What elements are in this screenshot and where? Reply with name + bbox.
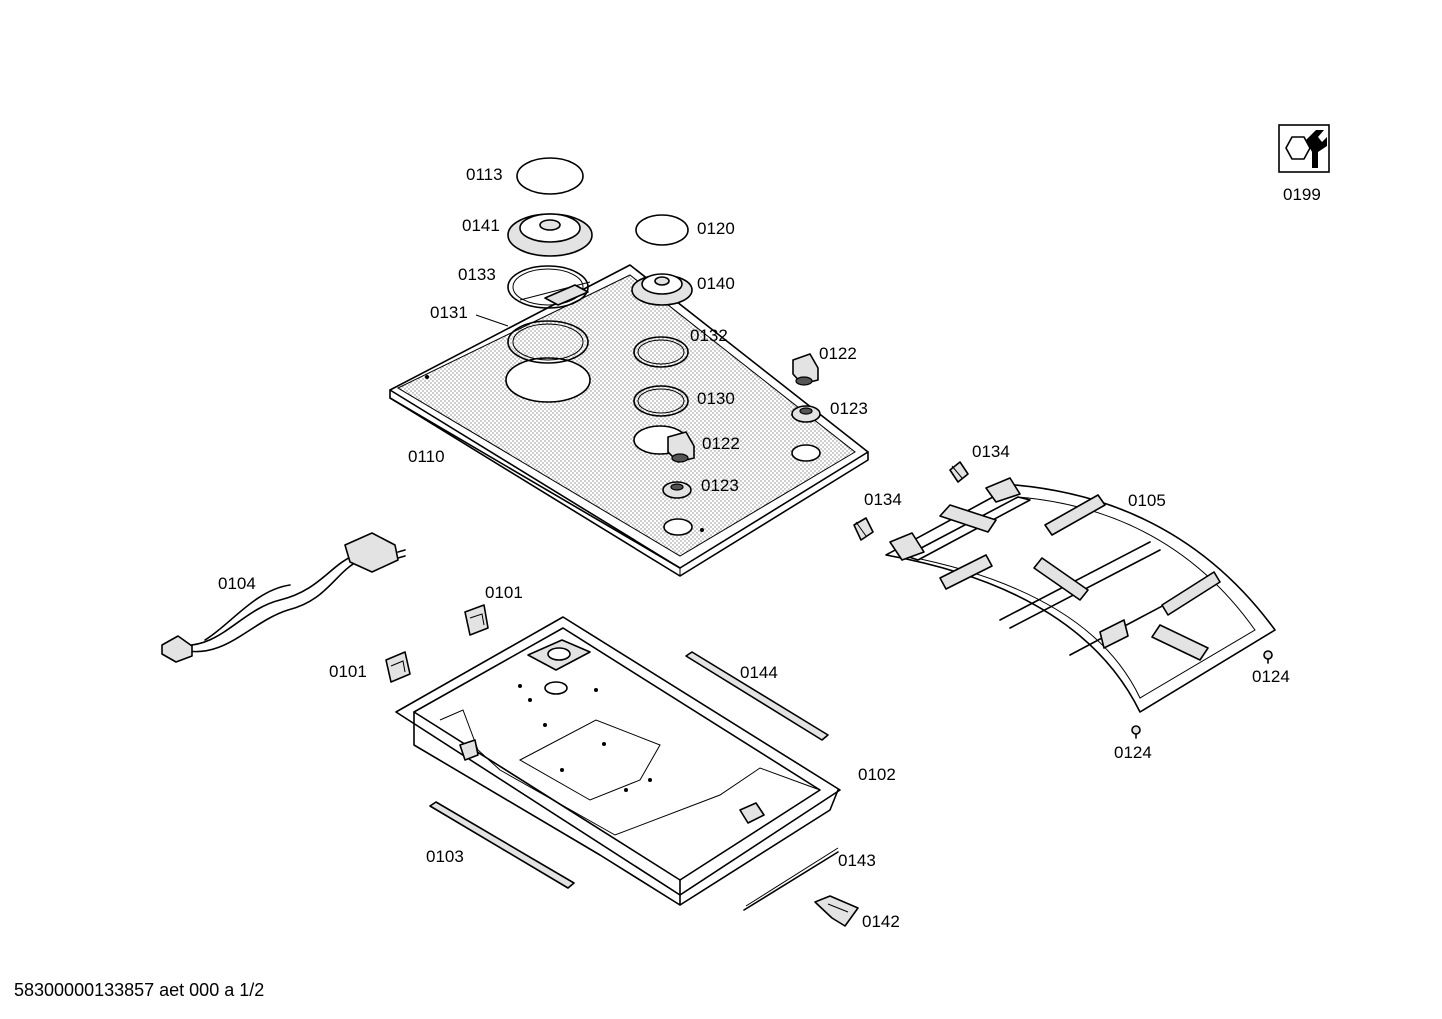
label-0101-lower: 0101	[329, 662, 367, 681]
label-0141: 0141	[462, 216, 500, 235]
knob-ring-0123-inset	[662, 481, 692, 499]
control-knob-0122-inset	[667, 431, 695, 463]
bracket-0101-right	[464, 604, 489, 636]
label-0140: 0140	[697, 274, 735, 293]
clip-0134-upper	[949, 461, 969, 483]
label-0120: 0120	[697, 219, 735, 238]
label-0103: 0103	[426, 847, 464, 866]
seal-ring-0132	[633, 336, 689, 368]
leader-line-0131	[475, 314, 509, 327]
label-0124-right: 0124	[1252, 667, 1290, 686]
seal-ring-0130	[633, 385, 689, 417]
label-0134-lower: 0134	[864, 490, 902, 509]
seal-ring-0131	[507, 320, 589, 364]
label-0134-upper: 0134	[972, 442, 1010, 461]
foot-0124-bottom	[1131, 725, 1141, 739]
label-0101-upper: 0101	[485, 583, 523, 602]
clip-0134-lower	[853, 517, 874, 541]
seal-strip-0143	[743, 847, 839, 911]
label-0132: 0132	[690, 326, 728, 345]
burner-cap-0120	[635, 214, 689, 246]
label-0123-upper: 0123	[830, 399, 868, 418]
foot-0124-right	[1263, 650, 1273, 664]
bottom-tray-0102	[395, 616, 841, 906]
label-0122-upper: 0122	[819, 344, 857, 363]
label-0105: 0105	[1128, 491, 1166, 510]
document-footer-code: 58300000133857 aet 000 a 1/2	[14, 980, 265, 1000]
clip-0142	[814, 895, 859, 927]
label-0110: 0110	[408, 447, 445, 466]
label-0130: 0130	[697, 389, 735, 408]
label-0131: 0131	[430, 303, 468, 322]
label-0102: 0102	[858, 765, 896, 784]
burner-head-0140	[631, 273, 693, 306]
label-0144: 0144	[740, 663, 778, 682]
label-0122-lower: 0122	[702, 434, 740, 453]
label-0113: 0113	[466, 165, 503, 184]
seal-ring-0133	[507, 265, 589, 309]
label-0123-lower: 0123	[701, 476, 739, 495]
control-knob-0122	[792, 353, 819, 386]
seal-strip-0103	[429, 801, 575, 889]
seal-strip-0144	[685, 651, 829, 741]
burner-head-0141	[507, 213, 593, 257]
power-cable-0104	[161, 532, 406, 663]
burner-cap-0113	[516, 157, 584, 195]
label-0199: 0199	[1283, 185, 1321, 204]
label-0104: 0104	[218, 574, 256, 593]
label-0142: 0142	[862, 912, 900, 931]
label-0133: 0133	[458, 265, 496, 284]
bracket-0101-left	[385, 651, 411, 683]
label-0143: 0143	[838, 851, 876, 870]
pan-support-0105	[885, 477, 1276, 713]
wrench-icon	[1278, 124, 1330, 173]
knob-ring-0123	[791, 405, 821, 423]
label-0124-bottom: 0124	[1114, 743, 1152, 762]
